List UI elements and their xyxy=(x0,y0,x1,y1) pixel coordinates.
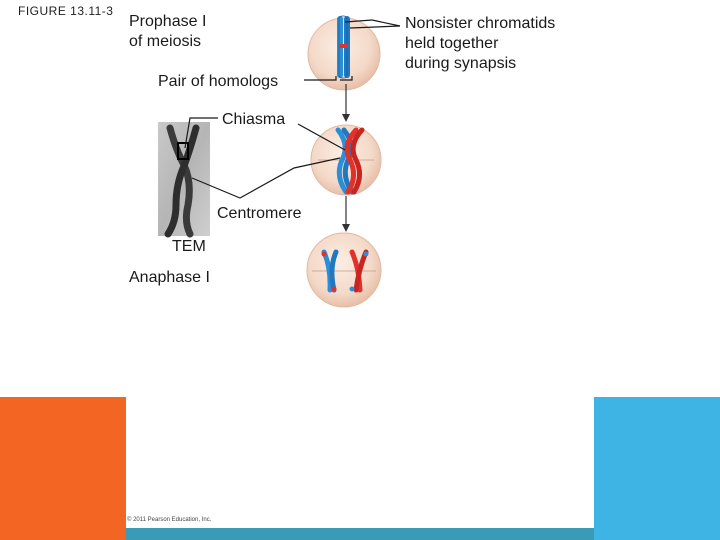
tem-micrograph xyxy=(158,122,210,238)
leader-pair xyxy=(304,76,353,81)
corner-block-sky xyxy=(594,397,720,540)
corner-block-orange xyxy=(0,397,126,540)
label-anaphase: Anaphase I xyxy=(129,269,210,286)
label-nonsister-chromatids: Nonsister chromatids held together durin… xyxy=(405,15,556,72)
arrow-prophase-to-chiasma xyxy=(342,84,350,122)
cell-prophase xyxy=(307,15,381,91)
figure-label: FIGURE 13.11-3 xyxy=(18,4,114,18)
cell-anaphase xyxy=(306,232,382,308)
arrow-chiasma-to-anaphase xyxy=(342,196,350,232)
label-prophase: Prophase I of meiosis xyxy=(129,13,207,50)
leader-chiasma xyxy=(184,117,346,151)
label-centromere: Centromere xyxy=(217,205,302,222)
leader-nonsister xyxy=(344,19,401,29)
copyright-notice: © 2011 Pearson Education, Inc. xyxy=(127,517,212,523)
cell-chiasma xyxy=(310,124,382,196)
label-tem: TEM xyxy=(172,238,206,255)
leader-centromere xyxy=(191,157,341,199)
label-chiasma: Chiasma xyxy=(222,111,286,128)
label-pair-of-homologs: Pair of homologs xyxy=(158,73,279,90)
